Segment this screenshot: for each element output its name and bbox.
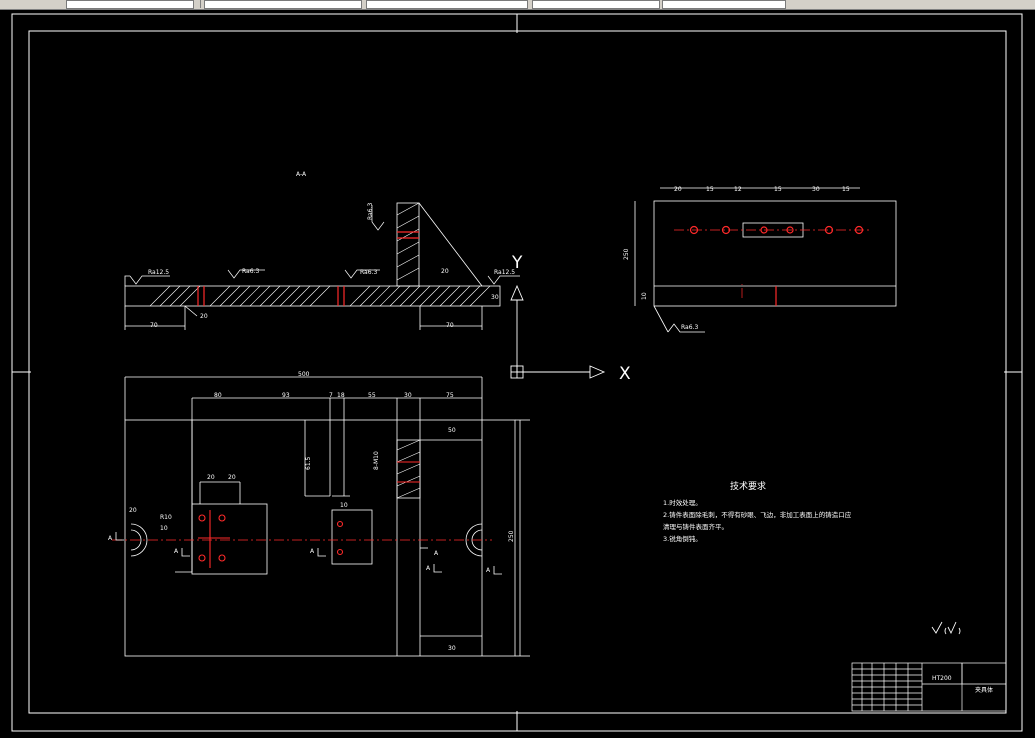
dimension-text: 10 bbox=[340, 502, 348, 509]
roughness-label: Ra12.5 bbox=[148, 269, 169, 276]
plan-view bbox=[124, 376, 530, 657]
section-mark: A bbox=[310, 548, 315, 555]
dimension-text: R10 bbox=[160, 514, 172, 521]
dimension-text: 20 bbox=[207, 474, 215, 481]
dimension-text: 61.5 bbox=[305, 456, 312, 470]
drawing-frame bbox=[11, 13, 1023, 732]
tech-requirement-line: 3.锐角倒钝。 bbox=[663, 534, 702, 543]
roughness-label: Ra6.3 bbox=[367, 203, 374, 220]
dimension-text: 12 bbox=[734, 186, 742, 193]
dimension-text: 8-M10 bbox=[373, 451, 380, 470]
toolbar-field-4[interactable] bbox=[532, 0, 660, 9]
dimension-text: 70 bbox=[150, 322, 158, 329]
dimension-text: 20 bbox=[228, 474, 236, 481]
section-holes bbox=[197, 231, 419, 306]
roughness-label: Ra6.3 bbox=[360, 269, 377, 276]
plan-hatching bbox=[396, 439, 421, 499]
title-material: HT200 bbox=[932, 675, 952, 682]
dimension-text: 20 bbox=[200, 313, 208, 320]
tech-requirement-line: 清理与铸件表面齐平。 bbox=[663, 522, 728, 531]
dimension-text: 50 bbox=[448, 427, 456, 434]
dimension-text: 30 bbox=[404, 392, 412, 399]
toolbar-field-2[interactable] bbox=[204, 0, 362, 9]
general-roughness-symbol bbox=[931, 621, 961, 635]
top-view-holes bbox=[689, 225, 864, 306]
tech-requirements-title: 技术要求 bbox=[730, 480, 766, 492]
dimension-text: 20 bbox=[129, 507, 137, 514]
roughness-symbols bbox=[129, 205, 520, 285]
roughness-label: Ra6.3 bbox=[681, 324, 698, 331]
dimension-text: 15 bbox=[706, 186, 714, 193]
top-view-centerline bbox=[674, 229, 872, 298]
section-mark: A bbox=[108, 535, 113, 542]
tech-requirement-line: 2.铸件表面除毛刺，不得有砂眼、飞边，非加工表面上的铸造口应 bbox=[663, 510, 852, 519]
toolbar-separator bbox=[200, 0, 201, 8]
roughness-label: Ra6.3 bbox=[242, 268, 259, 275]
toolbar-field-3[interactable] bbox=[366, 0, 528, 9]
dimension-text: 30 bbox=[812, 186, 820, 193]
toolbar-field-5[interactable] bbox=[662, 0, 786, 9]
toolbar-field-1[interactable] bbox=[66, 0, 194, 9]
section-mark: A bbox=[426, 565, 431, 572]
dimension-text: 250 bbox=[623, 248, 630, 260]
dimension-text: 75 bbox=[446, 392, 454, 399]
dimension-text: 250 bbox=[508, 530, 515, 542]
tech-requirement-line: 1.时效处理。 bbox=[663, 498, 702, 507]
dimension-text: 15 bbox=[842, 186, 850, 193]
x-axis-label: X bbox=[619, 364, 631, 384]
dimension-text: 30 bbox=[491, 294, 499, 301]
title-block bbox=[851, 662, 1007, 712]
ucs-axis-icon bbox=[510, 284, 606, 379]
dimension-text: 20 bbox=[441, 268, 449, 275]
dimension-text: 30 bbox=[448, 645, 456, 652]
section-view-a-a bbox=[124, 202, 501, 330]
y-axis-label: Y bbox=[511, 253, 523, 273]
dimension-text: 20 bbox=[674, 186, 682, 193]
roughness-label: Ra12.5 bbox=[494, 269, 515, 276]
section-mark: A bbox=[486, 567, 491, 574]
dimension-text: 70 bbox=[446, 322, 454, 329]
title-part-name: 夹具体 bbox=[975, 686, 993, 694]
overall-width-dimension: 500 bbox=[298, 371, 310, 378]
dimension-text: 10 bbox=[641, 292, 648, 300]
application-toolbar-strip bbox=[0, 0, 1035, 10]
dimension-text: 15 bbox=[774, 186, 782, 193]
section-mark: A bbox=[174, 548, 179, 555]
section-hatching bbox=[149, 202, 491, 307]
section-cut-marks bbox=[115, 532, 502, 575]
section-mark: A bbox=[434, 550, 439, 557]
top-view bbox=[634, 187, 897, 333]
dimension-text: 7 bbox=[329, 392, 333, 399]
section-view-title: A-A bbox=[296, 171, 307, 178]
plan-holes bbox=[198, 461, 420, 568]
dimension-text: 55 bbox=[368, 392, 376, 399]
dimension-text: 93 bbox=[282, 392, 290, 399]
dimension-text: 10 bbox=[160, 525, 168, 532]
dimension-text: 80 bbox=[214, 392, 222, 399]
dimension-text: 18 bbox=[337, 392, 345, 399]
